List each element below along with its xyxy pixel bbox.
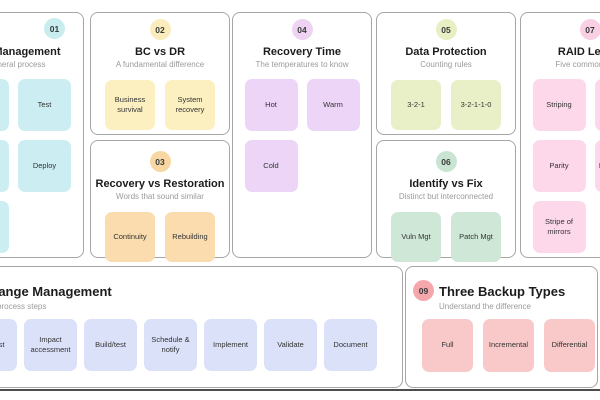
- tile-impact-accessment: Impact accessment: [24, 319, 77, 371]
- card-subtitle: Distinct but interconnected: [398, 192, 494, 201]
- tile-grid: Hot Warm Cold: [244, 79, 360, 192]
- tile-3-2-1: 3-2-1: [391, 80, 441, 130]
- card-number-badge: 07: [579, 19, 600, 40]
- tile-row: Full Incremental Differential: [422, 319, 595, 372]
- card-identify-vs-fix: 06 Identify vs Fix Distinct but intercon…: [376, 140, 516, 262]
- card-data-management: 01 Data Management A general process Def…: [0, 12, 84, 258]
- card-header: Change Management The process steps: [0, 284, 112, 311]
- card-subtitle: The process steps: [0, 302, 47, 311]
- tile-3-2-1-1-0: 3-2-1-1-0: [451, 80, 501, 130]
- tile-test: Test: [18, 79, 71, 131]
- card-title: BC vs DR: [134, 46, 186, 58]
- tile-document: Document: [324, 319, 377, 371]
- tile-build-test: Build/test: [84, 319, 137, 371]
- tile-row: Continuity Rebuilding: [105, 212, 215, 262]
- tile-request: Request: [0, 319, 17, 371]
- tile-validate: Validate: [264, 319, 317, 371]
- tile-warm: Warm: [306, 79, 360, 131]
- card-number-badge: 01: [44, 18, 65, 39]
- tile-incremental: Incremental: [483, 319, 534, 372]
- tile-business-survival: Business survival: [105, 80, 155, 130]
- card-number-badge: 06: [435, 151, 457, 172]
- tile-full: Full: [422, 319, 473, 372]
- card-data-protection: 05 Data Protection Counting rules 3-2-1 …: [376, 12, 516, 135]
- tile-review: Review: [0, 201, 9, 253]
- tile-schedule-notify: Schedule & notify: [144, 319, 197, 371]
- card-number-badge: 05: [435, 19, 457, 40]
- card-number-badge: 04: [291, 19, 313, 40]
- card-subtitle: A fundamental difference: [115, 60, 205, 69]
- tile-row: 3-2-1 3-2-1-1-0: [391, 80, 501, 130]
- tile-patch-mgt: Patch Mgt: [451, 212, 501, 262]
- card-title: Recovery vs Restoration: [95, 178, 225, 190]
- bottom-rule: [0, 389, 600, 391]
- tile-deploy: Deploy: [18, 140, 71, 192]
- tile-cold: Cold: [244, 140, 298, 192]
- card-subtitle: A general process: [0, 60, 46, 69]
- tile-parity: Parity: [532, 140, 586, 192]
- card-subtitle: Words that sound similar: [116, 192, 204, 201]
- card-number-badge: 02: [149, 19, 171, 40]
- card-raid-levels: 07 RAID Levels Five common types Stripin…: [520, 12, 600, 258]
- card-number-badge: 09: [413, 280, 434, 301]
- tile-mirroring: Mirroring: [594, 79, 600, 131]
- card-number-badge: 03: [149, 151, 171, 172]
- card-title: Three Backup Types: [439, 284, 566, 299]
- tile-continuity: Continuity: [105, 212, 155, 262]
- tile-striping: Striping: [532, 79, 586, 131]
- tile-row: Vuln Mgt Patch Mgt: [391, 212, 501, 262]
- tile-restore: Restore: [0, 140, 9, 192]
- card-title: Recovery Time: [262, 46, 342, 58]
- card-subtitle: Understand the difference: [439, 302, 531, 311]
- card-subtitle: The temperatures to know: [255, 60, 349, 69]
- tile-grid: Striping Mirroring Parity Double parity …: [532, 79, 600, 253]
- card-title: Data Management: [0, 46, 61, 58]
- card-three-backup-types: 09 Three Backup Types Understand the dif…: [405, 266, 598, 388]
- tile-hot: Hot: [244, 79, 298, 131]
- card-title: Change Management: [0, 284, 112, 299]
- tile-differential: Differential: [544, 319, 595, 372]
- card-subtitle: Five common types: [555, 60, 600, 69]
- tile-grid: Define Test Restore Deploy Review: [0, 79, 71, 253]
- card-recovery-time: 04 Recovery Time The temperatures to kno…: [232, 12, 372, 258]
- card-header: Three Backup Types Understand the differ…: [439, 284, 565, 311]
- tile-define: Define: [0, 79, 9, 131]
- card-change-management: 08 Change Management The process steps R…: [0, 266, 403, 388]
- tile-double-parity: Double parity: [594, 140, 600, 192]
- tile-rebuilding: Rebuilding: [165, 212, 215, 262]
- tile-implement: Implement: [204, 319, 257, 371]
- tile-vuln-mgt: Vuln Mgt: [391, 212, 441, 262]
- card-title: RAID Levels: [557, 46, 600, 58]
- tile-stripe-of-mirrors: Stripe of mirrors: [532, 201, 586, 253]
- card-title: Identify vs Fix: [409, 178, 483, 190]
- tile-row: Request Impact accessment Build/test Sch…: [0, 319, 377, 371]
- tile-row: Business survival System recovery: [105, 80, 215, 130]
- card-title: Data Protection: [405, 46, 487, 58]
- card-recovery-vs-restoration: 03 Recovery vs Restoration Words that so…: [90, 140, 230, 262]
- card-bc-vs-dr: 02 BC vs DR A fundamental difference Bus…: [90, 12, 230, 135]
- card-subtitle: Counting rules: [420, 60, 472, 69]
- tile-system-recovery: System recovery: [165, 80, 215, 130]
